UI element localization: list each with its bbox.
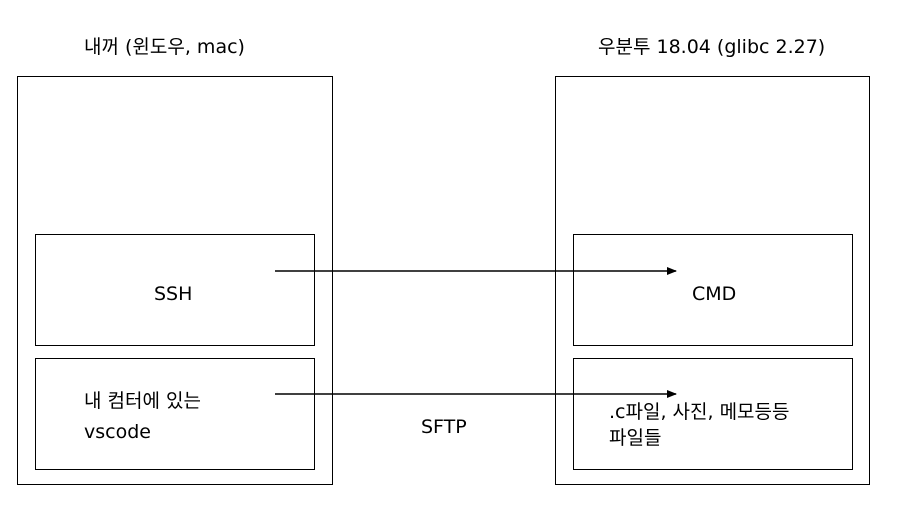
cmd-box	[573, 234, 853, 346]
ssh-box	[35, 234, 315, 346]
left-machine-box	[17, 76, 333, 485]
right-machine-title: 우분투 18.04 (glibc 2.27)	[598, 36, 826, 58]
right-machine-box	[555, 76, 870, 485]
ssh-label: SSH	[154, 283, 193, 305]
cmd-label: CMD	[692, 283, 737, 305]
remote-files-box	[573, 358, 853, 470]
remote-files-line2: 파일들	[609, 427, 662, 449]
local-files-line2: vscode	[84, 421, 151, 443]
local-files-box	[35, 358, 315, 470]
sftp-label: SFTP	[421, 416, 467, 438]
left-machine-title: 내꺼 (윈도우, mac)	[84, 36, 245, 58]
local-files-line1: 내 컴터에 있는	[84, 390, 201, 412]
remote-files-line1: .c파일, 사진, 메모등등	[609, 401, 790, 423]
